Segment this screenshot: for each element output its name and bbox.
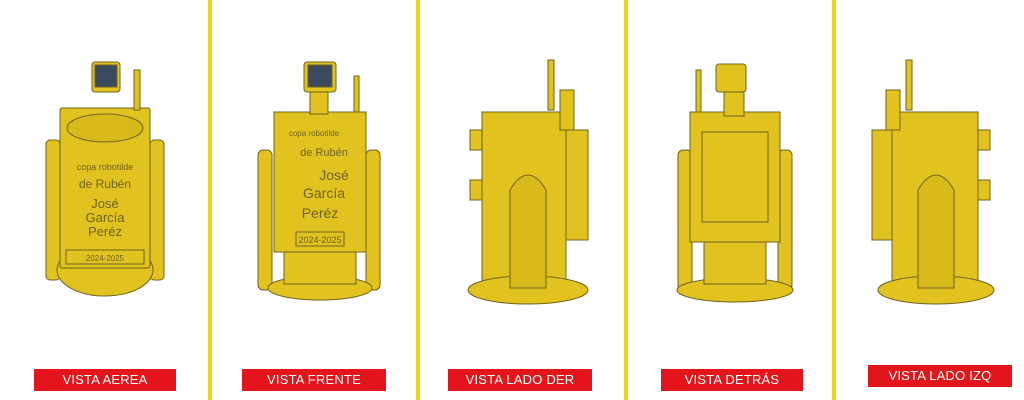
robot-front-view-image: copa robotilde de Rubén José García Peré… [257,61,381,301]
engraving-text: García [85,210,125,225]
view-panel-lado-der: VISTA LADO DER [420,0,624,400]
view-label: VISTA AEREA [34,369,176,391]
panel-divider [832,0,836,400]
robot-top-view-image: copa robotilde de Rubén José García Peré… [45,61,165,297]
view-label: VISTA DETRÁS [661,369,803,391]
view-label: VISTA LADO IZQ [868,365,1012,387]
engraving-text: de Rubén [300,147,348,159]
engraving-text: José [91,196,118,211]
robot-back-view-image [676,63,794,303]
view-label: VISTA FRENTE [242,369,386,391]
engraving-text: copa robotilde [77,162,134,172]
engraving-text: copa robotilde [289,129,340,138]
engraving-text: Peréz [302,205,339,221]
engraving-text: de Rubén [79,177,131,191]
view-panel-aerea: copa robotilde de Rubén José García Peré… [0,0,208,400]
engraving-text: García [303,185,345,201]
robot-right-side-view-image [467,59,589,305]
view-label: VISTA LADO DER [448,369,592,391]
panel-divider [208,0,212,400]
robot-left-side-view-image [871,59,995,305]
panel-divider [624,0,628,400]
view-panel-frente: copa robotilde de Rubén José García Peré… [212,0,416,400]
panel-divider [416,0,420,400]
view-panel-lado-izq: VISTA LADO IZQ [836,0,1024,400]
view-panel-detras: VISTA DETRÁS [628,0,832,400]
plate-text: 2024-2025 [86,254,125,263]
engraving-text: José [319,167,349,183]
plate-text: 2024-2025 [298,235,341,245]
engraving-text: Peréz [88,224,122,239]
